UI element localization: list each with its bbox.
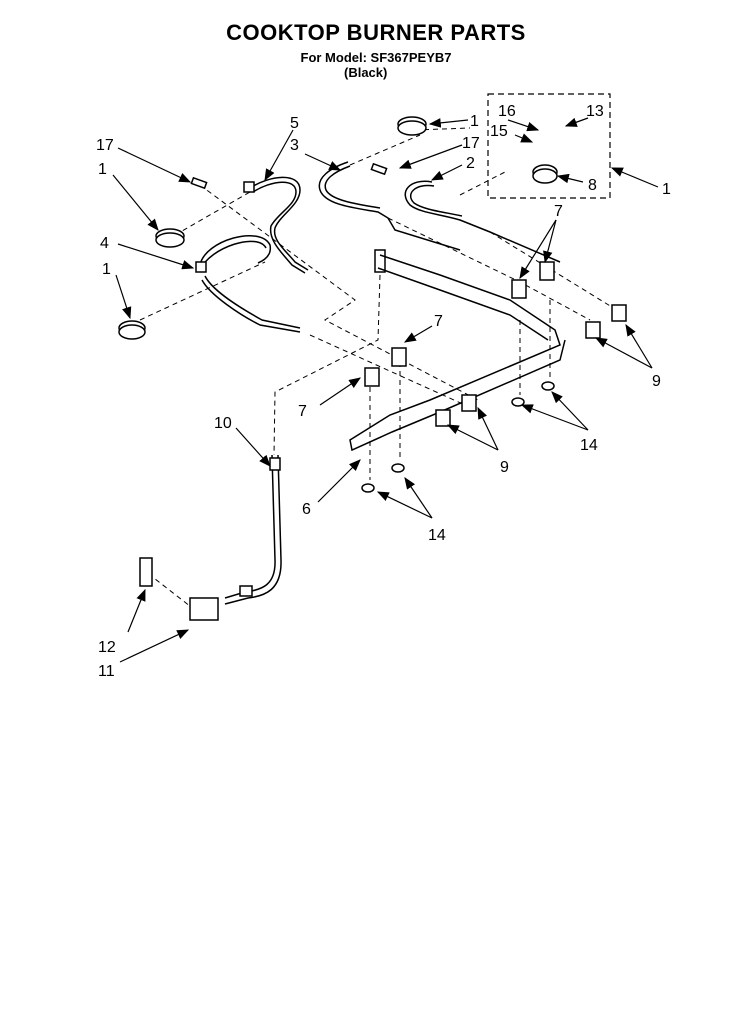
valve-icon xyxy=(189,597,219,621)
callout-17: 17 xyxy=(462,135,480,152)
screw-icon xyxy=(361,483,375,493)
detail-box xyxy=(487,93,611,199)
igniter-icon xyxy=(435,409,451,427)
clip-icon xyxy=(190,176,208,190)
screw-icon xyxy=(511,397,525,407)
callout-9: 9 xyxy=(500,459,509,476)
callout-7: 7 xyxy=(298,403,307,420)
model-color: (Black) xyxy=(344,65,388,80)
callout-17: 17 xyxy=(96,137,114,154)
orifice-icon xyxy=(511,279,527,299)
alignment-lines xyxy=(139,127,621,611)
gas-tubing xyxy=(199,161,566,605)
callout-10: 10 xyxy=(214,415,232,432)
fitting-icon xyxy=(269,457,281,471)
callout-1: 1 xyxy=(662,181,671,198)
callout-15: 15 xyxy=(490,123,508,140)
callout-7: 7 xyxy=(434,313,443,330)
callout-14: 14 xyxy=(580,437,598,454)
callout-2: 2 xyxy=(466,155,475,172)
igniter-icon xyxy=(585,321,601,339)
fitting-icon xyxy=(243,181,255,193)
callout-3: 3 xyxy=(290,137,299,154)
callout-14: 14 xyxy=(428,527,446,544)
diagram-title: COOKTOP BURNER PARTS xyxy=(226,20,526,45)
callout-labels: 1 17 1 4 1 5 3 17 2 16 15 13 8 1 7 7 7 9… xyxy=(96,103,671,680)
orifice-icon xyxy=(539,261,555,281)
callout-16: 16 xyxy=(498,103,516,120)
burner-parts xyxy=(118,116,627,621)
callout-11: 11 xyxy=(98,663,115,680)
model-number: For Model: SF367PEYB7 xyxy=(300,50,452,65)
screw-icon xyxy=(391,463,405,473)
orifice-icon xyxy=(364,367,380,387)
igniter-icon xyxy=(611,304,627,322)
callout-4: 4 xyxy=(100,235,109,252)
igniter-icon xyxy=(461,394,477,412)
callout-8: 8 xyxy=(588,177,597,194)
orifice-icon xyxy=(391,347,407,367)
callout-9: 9 xyxy=(652,373,661,390)
callout-1: 1 xyxy=(98,161,107,178)
clip-icon xyxy=(370,162,388,176)
callout-6: 6 xyxy=(302,501,311,518)
callout-7: 7 xyxy=(554,203,563,220)
bracket-icon xyxy=(139,557,153,587)
callout-5: 5 xyxy=(290,115,299,132)
fitting-icon xyxy=(239,585,253,597)
callout-1: 1 xyxy=(102,261,111,278)
fitting-icon xyxy=(195,261,207,273)
screw-icon xyxy=(541,381,555,391)
callout-12: 12 xyxy=(98,639,116,656)
callout-1: 1 xyxy=(470,113,479,130)
callout-13: 13 xyxy=(586,103,604,120)
leader-lines xyxy=(112,117,659,663)
